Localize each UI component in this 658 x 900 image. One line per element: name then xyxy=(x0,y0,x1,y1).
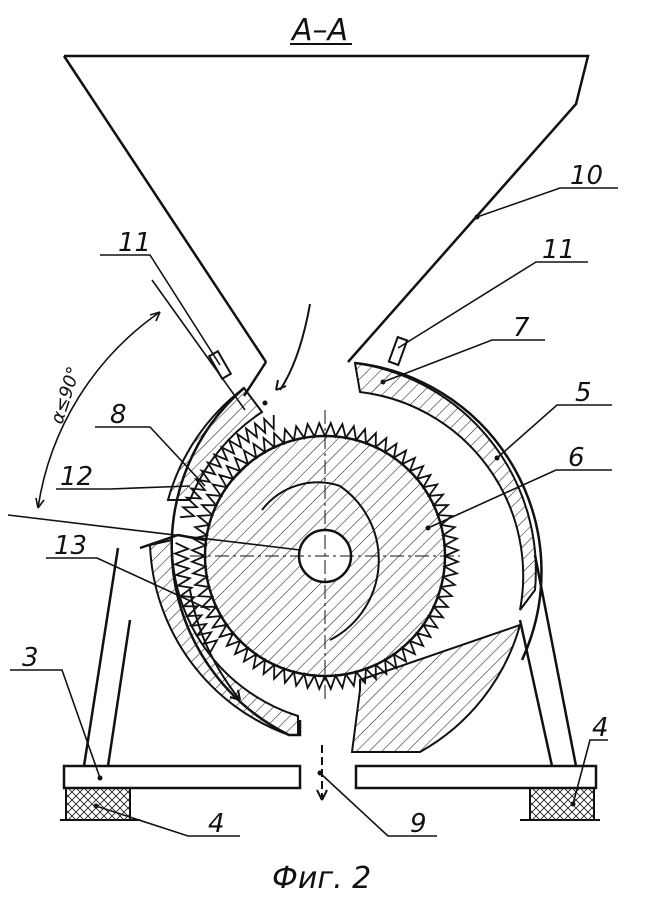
callout-6: 6 xyxy=(568,443,585,473)
callout-8: 8 xyxy=(110,400,127,430)
callout-labels: 10 11 11 7 5 6 8 12 13 3 4 4 9 xyxy=(22,161,609,839)
callout-9: 9 xyxy=(410,809,427,839)
callout-7: 7 xyxy=(513,313,530,343)
callout-12: 12 xyxy=(60,462,93,492)
frame xyxy=(62,547,598,790)
callout-4-right: 4 xyxy=(592,713,609,743)
pad-left xyxy=(65,787,131,821)
callout-4-left: 4 xyxy=(208,809,225,839)
rotor xyxy=(189,410,461,700)
angle-indicator xyxy=(7,279,301,551)
figure-caption: Фиг. 2 xyxy=(272,861,371,896)
housing xyxy=(148,361,543,753)
hopper xyxy=(62,54,590,397)
callout-3: 3 xyxy=(22,643,39,673)
section-label: A–A xyxy=(290,13,348,48)
callout-5: 5 xyxy=(575,378,592,408)
callout-10: 10 xyxy=(570,161,603,191)
callout-11-left: 11 xyxy=(118,228,151,258)
callout-11-right: 11 xyxy=(542,235,575,265)
leader-lines xyxy=(10,187,618,837)
pad-right xyxy=(529,787,595,821)
leader-dots xyxy=(93,214,576,809)
bolt-right xyxy=(387,335,409,367)
callout-13: 13 xyxy=(54,531,87,561)
